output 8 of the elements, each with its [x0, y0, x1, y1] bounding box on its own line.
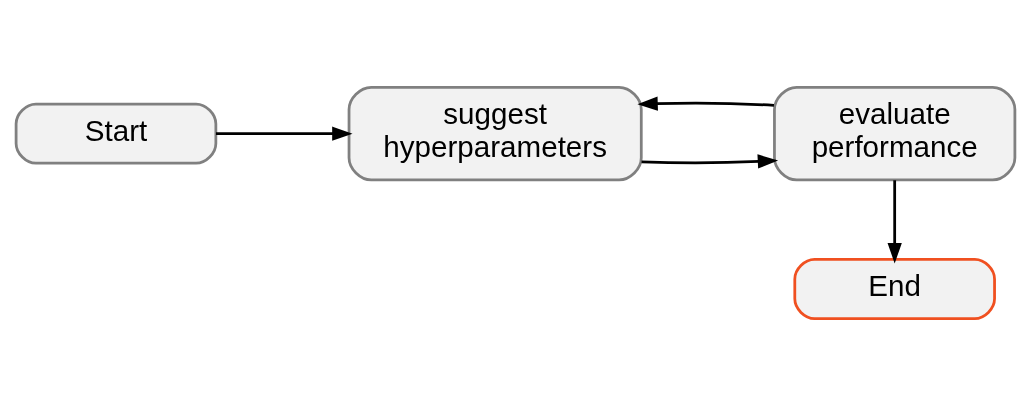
arrow — [216, 126, 353, 141]
arrow — [641, 153, 779, 169]
node-box: Start — [14, 102, 218, 165]
node-box: evaluate performance — [773, 85, 1017, 181]
node-box: suggest hyperparameters — [347, 85, 643, 181]
arrow — [637, 95, 775, 111]
arrow — [887, 179, 902, 263]
node-box: End — [793, 257, 996, 320]
